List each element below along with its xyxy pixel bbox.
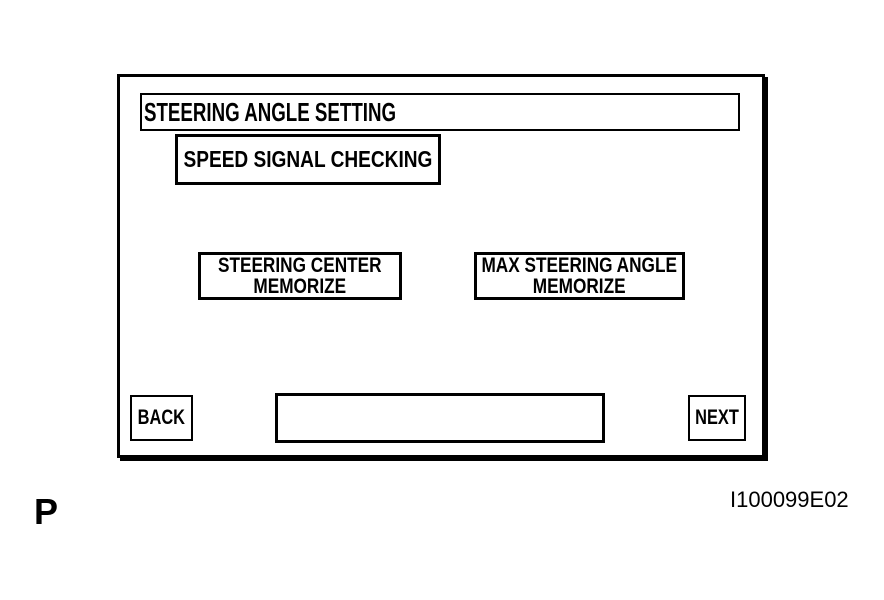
tester-screen: STEERING ANGLE SETTING SPEED SIGNAL CHEC… [117, 74, 765, 458]
screen-title: STEERING ANGLE SETTING [144, 96, 397, 127]
back-button-label: BACK [137, 406, 186, 429]
max-steering-angle-memorize-label: MAX STEERING ANGLE MEMORIZE [482, 255, 677, 297]
speed-signal-checking-button[interactable]: SPEED SIGNAL CHECKING [175, 134, 441, 185]
figure-id-label: I100099E02 [730, 487, 849, 512]
speed-signal-checking-label: SPEED SIGNAL CHECKING [183, 146, 433, 172]
steering-center-memorize-button[interactable]: STEERING CENTER MEMORIZE [198, 252, 402, 300]
steering-center-memorize-label: STEERING CENTER MEMORIZE [218, 255, 382, 297]
back-button[interactable]: BACK [130, 395, 193, 441]
figure-position-label: P [34, 491, 59, 532]
message-panel [275, 393, 605, 443]
steering-center-memorize-line2: MEMORIZE [253, 275, 347, 298]
screen-title-bar: STEERING ANGLE SETTING [140, 93, 740, 131]
next-button[interactable]: NEXT [688, 395, 746, 441]
steering-center-memorize-line1: STEERING CENTER [218, 254, 382, 277]
max-steering-angle-memorize-line2: MEMORIZE [533, 275, 626, 298]
max-steering-angle-memorize-button[interactable]: MAX STEERING ANGLE MEMORIZE [474, 252, 685, 300]
max-steering-angle-memorize-line1: MAX STEERING ANGLE [481, 254, 678, 277]
next-button-label: NEXT [695, 406, 739, 429]
